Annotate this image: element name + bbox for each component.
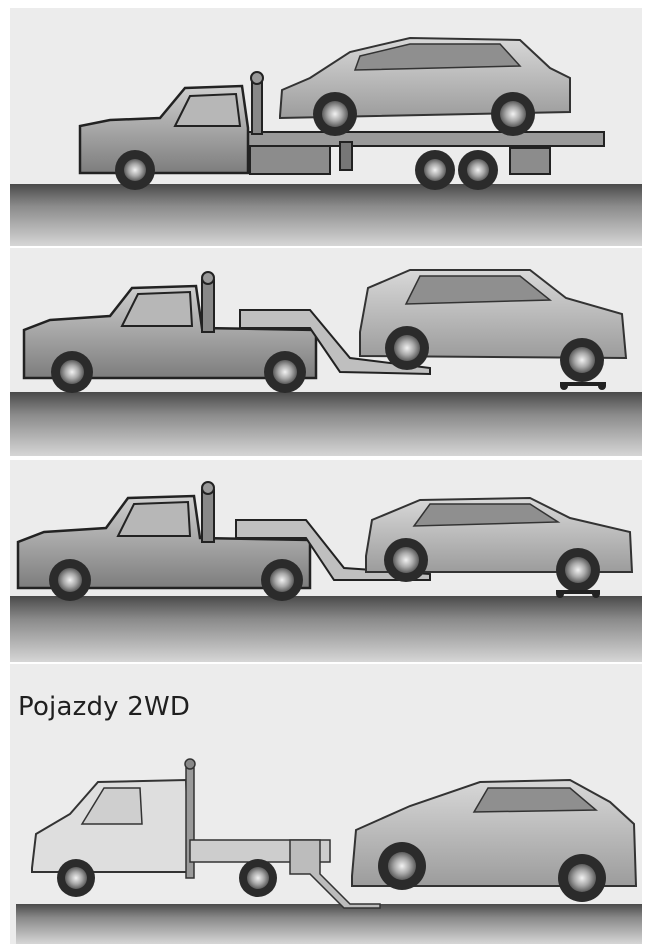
light-truck-wheel-lift-2wd-illustration: Pojazdy 2WD <box>10 664 642 944</box>
wheel-lift-rear-dolly-illustration <box>10 460 642 662</box>
flatbed-towing-illustration <box>10 8 642 246</box>
wheel-lift-front-dolly-illustration <box>10 248 642 456</box>
